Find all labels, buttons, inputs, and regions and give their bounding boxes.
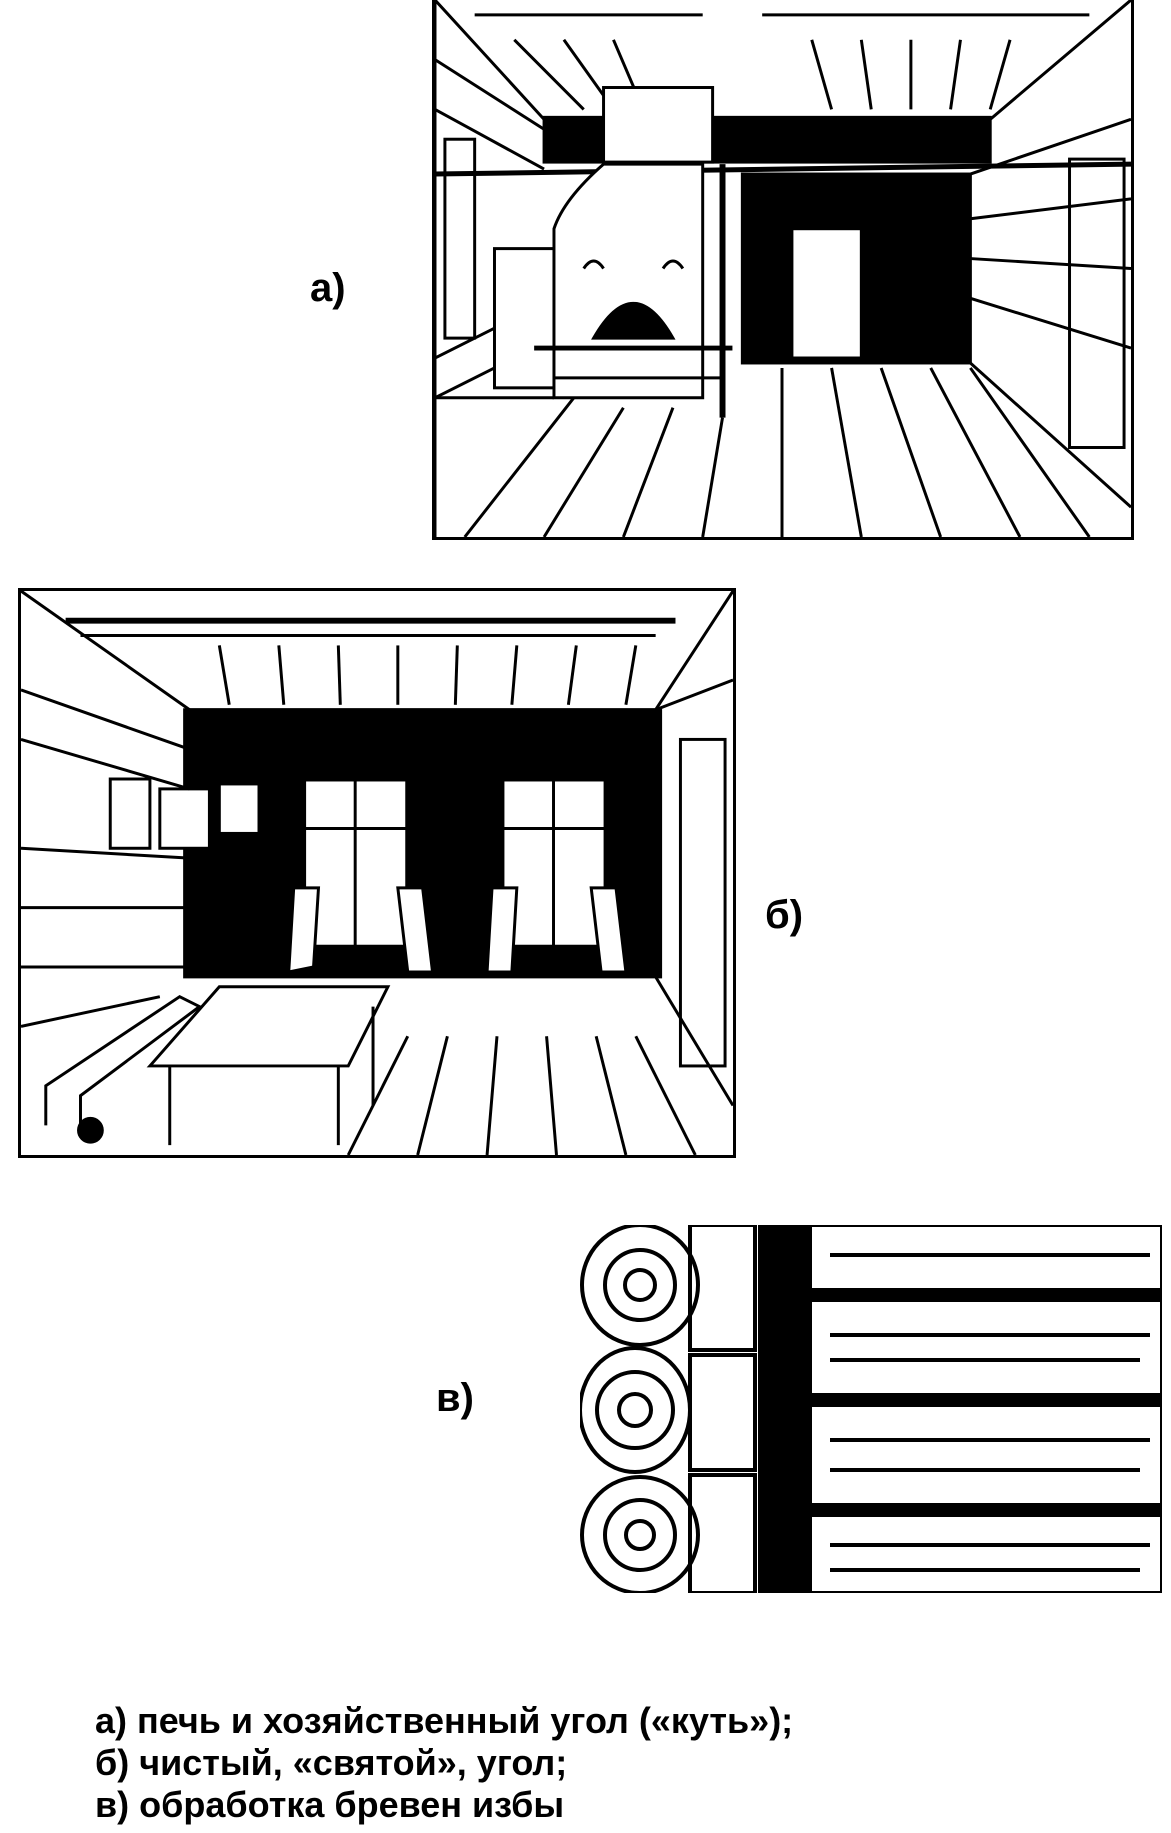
illustration-holy-corner	[18, 588, 736, 1158]
label-c: в)	[436, 1376, 474, 1420]
caption-line-a: а) печь и хозяйственный угол («куть»);	[95, 1700, 794, 1741]
stove-corner-drawing	[435, 0, 1131, 537]
illustration-stove-corner	[432, 0, 1134, 540]
holy-corner-drawing	[21, 591, 733, 1155]
figure-caption: а) печь и хозяйственный угол («куть»); б…	[95, 1700, 793, 1826]
label-a: а)	[310, 266, 346, 310]
log-detail-drawing	[580, 1225, 1162, 1593]
caption-line-c: в) обработка бревен избы	[95, 1784, 565, 1825]
caption-line-b: б) чистый, «святой», угол;	[95, 1742, 568, 1783]
label-b: б)	[765, 893, 804, 937]
illustration-log-detail	[580, 1225, 1162, 1593]
